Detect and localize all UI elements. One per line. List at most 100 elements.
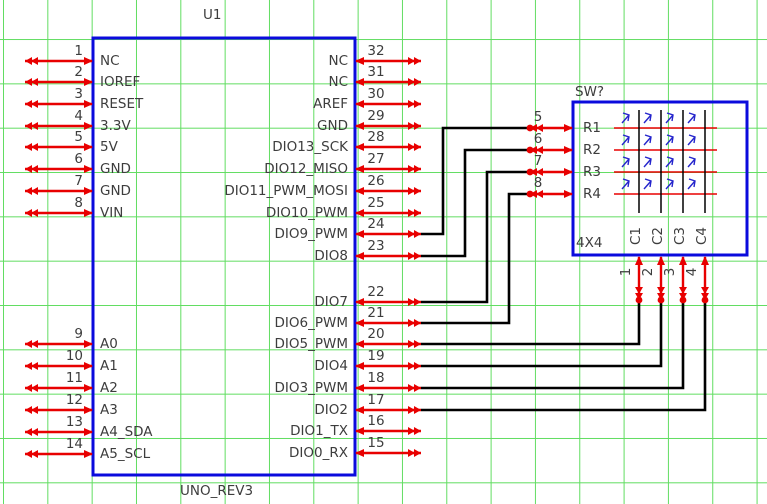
pin-number: 13	[65, 414, 83, 430]
pin-number: 5	[74, 129, 83, 145]
key-switch-icon[interactable]	[665, 112, 674, 124]
pin-name: R2	[583, 142, 601, 158]
pin-number: 25	[367, 195, 385, 211]
key-switch-icon[interactable]	[687, 178, 696, 190]
u1-body[interactable]	[91, 36, 357, 477]
pin-name: RESET	[100, 96, 144, 112]
key-switch-icon[interactable]	[643, 134, 652, 146]
pin-number: 24	[367, 216, 385, 232]
pin-name: DIO12_MISO	[264, 161, 348, 177]
pin-name: 5V	[100, 139, 118, 155]
pin-name: GND	[100, 161, 131, 177]
pin-name: GND	[100, 183, 131, 199]
pin-name: A4_SDA	[100, 424, 153, 440]
wire-dio8-r2[interactable]	[421, 148, 530, 258]
key-switch-icon[interactable]	[621, 178, 630, 190]
pin-name: R1	[583, 120, 601, 136]
pin-number: 4	[74, 108, 83, 124]
pin-name: C4	[694, 227, 710, 246]
wire-dio9-r1[interactable]	[421, 126, 530, 236]
pin-name: NC	[328, 53, 348, 69]
pin-name: DIO6_PWM	[274, 315, 348, 331]
junction-dot	[635, 296, 643, 304]
pin-number: 30	[367, 86, 385, 102]
pin-name: DIO9_PWM	[274, 226, 348, 242]
pin-name: C3	[672, 227, 688, 246]
pin-name: NC	[328, 74, 348, 90]
pin-number: 26	[367, 173, 385, 189]
junction-dot	[526, 168, 534, 176]
wire-dio3-c3[interactable]	[421, 300, 685, 390]
wire-dio5-c1[interactable]	[421, 300, 641, 346]
pin-name: VIN	[100, 205, 124, 221]
wire-dio6-r4[interactable]	[421, 192, 530, 325]
pin-name: DIO0_RX	[289, 445, 348, 461]
key-switch-icon[interactable]	[687, 112, 696, 124]
pin-number: 32	[367, 43, 385, 59]
pin-number: 12	[65, 392, 83, 408]
key-switch-icon[interactable]	[621, 134, 630, 146]
key-switch-icon[interactable]	[687, 156, 696, 168]
key-switch-icon[interactable]	[621, 156, 630, 168]
pin-name: DIO4	[314, 358, 348, 374]
pin-name: A1	[100, 358, 118, 374]
wire-dio2-c4[interactable]	[421, 300, 707, 412]
pin-number: 23	[367, 238, 385, 254]
junction-dot	[526, 146, 534, 154]
pin-name: IOREF	[100, 74, 141, 90]
u1-ref-label[interactable]: U1	[203, 7, 222, 23]
pin-number: 27	[367, 151, 385, 167]
pin-name: 3.3V	[100, 118, 131, 134]
pin-name: A3	[100, 402, 118, 418]
pin-name: DIO11_PWM_MOSI	[224, 183, 348, 199]
pin-number: 7	[74, 173, 83, 189]
key-switch-icon[interactable]	[621, 112, 630, 124]
pin-number: 18	[367, 370, 385, 386]
key-switch-icon[interactable]	[665, 134, 674, 146]
pin-number: 19	[367, 348, 385, 364]
pin-name: DIO2	[314, 402, 348, 418]
pin-number: 3	[662, 267, 678, 277]
junction-dot	[657, 296, 665, 304]
pin-number: 6	[533, 131, 543, 147]
pin-name: GND	[317, 118, 348, 134]
junction-dot	[679, 296, 687, 304]
pin-number: 15	[367, 435, 385, 451]
pin-number: 10	[65, 348, 83, 364]
keypad-ref-label[interactable]: SW?	[575, 84, 605, 100]
key-switch-icon[interactable]	[643, 112, 652, 124]
pin-name: C1	[628, 227, 644, 246]
key-switch-icon[interactable]	[643, 178, 652, 190]
pin-number: 5	[533, 109, 543, 125]
pin-number: 28	[367, 129, 385, 145]
pin-name: DIO3_PWM	[274, 380, 348, 396]
pin-number: 20	[367, 326, 385, 342]
pin-name: C2	[650, 227, 666, 246]
key-switch-icon[interactable]	[665, 178, 674, 190]
pin-number: 4	[684, 267, 700, 277]
key-switch-icon[interactable]	[687, 134, 696, 146]
pin-number: 7	[533, 153, 543, 169]
u1-value-label[interactable]: UNO_REV3	[180, 483, 254, 499]
wire-dio7-r3[interactable]	[421, 170, 530, 304]
pin-number: 8	[533, 175, 543, 191]
pin-name: NC	[100, 53, 120, 69]
pin-number: 3	[74, 86, 83, 102]
pin-number: 22	[367, 284, 385, 300]
junction-dot	[701, 296, 709, 304]
keypad-value-label[interactable]: 4X4	[576, 235, 603, 251]
wire-dio4-c2[interactable]	[421, 300, 663, 368]
pin-name: R3	[583, 164, 601, 180]
pin-name: DIO10_PWM	[265, 205, 348, 221]
key-switch-icon[interactable]	[643, 156, 652, 168]
pin-number: 8	[74, 195, 83, 211]
pin-number: 9	[74, 326, 83, 342]
pin-number: 2	[74, 64, 83, 80]
pin-number: 14	[65, 436, 83, 452]
pin-number: 29	[367, 108, 385, 124]
keypad-body[interactable]	[571, 100, 749, 257]
key-switch-icon[interactable]	[665, 156, 674, 168]
pin-number: 17	[367, 392, 385, 408]
